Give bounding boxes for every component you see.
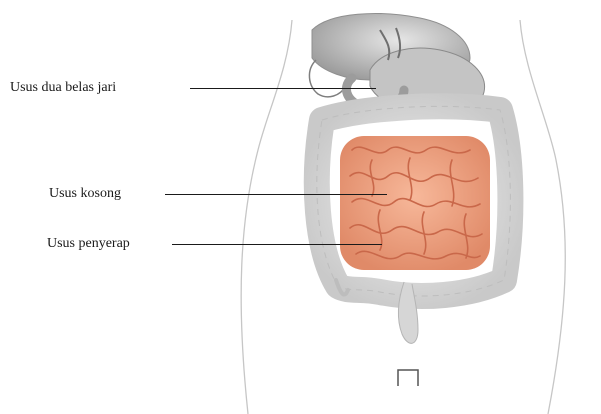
leader-line-jejunum [165,194,387,195]
bottom-marker [398,370,418,386]
leader-line-duodenum [190,88,376,89]
label-duodenum: Usus dua belas jari [10,80,116,96]
label-ileum: Usus penyerap [47,236,130,252]
leader-line-ileum [172,244,382,245]
label-jejunum: Usus kosong [49,186,121,202]
small-intestine [340,136,490,270]
